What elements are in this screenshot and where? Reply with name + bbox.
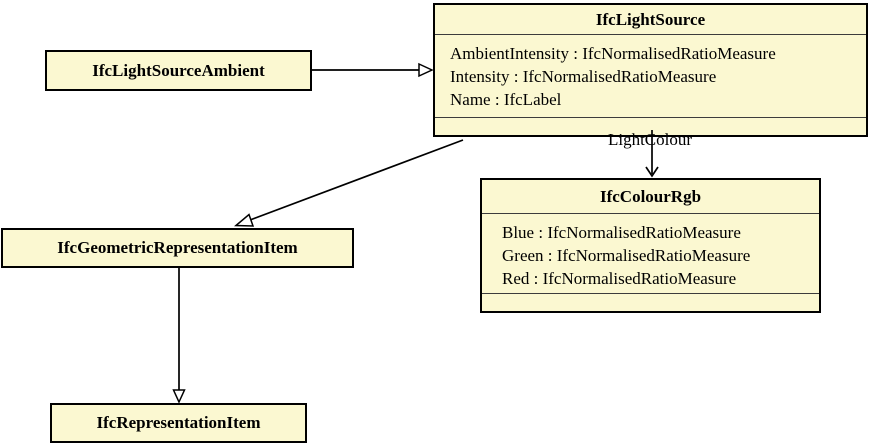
inheritance-arrowhead-icon — [418, 62, 434, 78]
attribute-line: Red : IfcNormalisedRatioMeasure — [502, 269, 737, 288]
class-attributes: Blue : IfcNormalisedRatioMeasure Green :… — [482, 213, 819, 293]
class-title: IfcLightSource — [595, 9, 706, 29]
inheritance-arrowhead-icon — [172, 389, 186, 404]
open-arrowhead-icon — [645, 166, 659, 178]
edge-label-lightcolour: LightColour — [607, 130, 693, 149]
class-box-ifclightsource[interactable]: IfcLightSource AmbientIntensity : IfcNor… — [433, 3, 868, 137]
class-operations-empty — [482, 293, 819, 311]
class-box-ifcgeometricrepresentationitem[interactable]: IfcGeometricRepresentationItem — [1, 228, 354, 268]
class-box-ifcrepresentationitem[interactable]: IfcRepresentationItem — [50, 403, 307, 443]
class-operations-empty — [435, 117, 866, 135]
class-box-ifccolourrgb[interactable]: IfcColourRgb Blue : IfcNormalisedRatioMe… — [480, 178, 821, 313]
attribute-line: Intensity : IfcNormalisedRatioMeasure — [450, 67, 717, 86]
class-title: IfcLightSourceAmbient — [92, 60, 265, 80]
attribute-line: Name : IfcLabel — [450, 90, 562, 109]
class-title: IfcGeometricRepresentationItem — [57, 238, 298, 257]
class-box-ifclightsourceambient[interactable]: IfcLightSourceAmbient — [45, 50, 312, 91]
class-title: IfcColourRgb — [599, 186, 702, 206]
attribute-line: Green : IfcNormalisedRatioMeasure — [502, 246, 751, 265]
inheritance-edge-lightsource-to-geometricrepresentationitem — [249, 139, 464, 221]
class-title: IfcRepresentationItem — [96, 413, 261, 432]
class-attributes: AmbientIntensity : IfcNormalisedRatioMea… — [435, 34, 866, 117]
attribute-line: AmbientIntensity : IfcNormalisedRatioMea… — [450, 44, 776, 63]
inheritance-arrowhead-icon — [234, 213, 255, 227]
attribute-line: Blue : IfcNormalisedRatioMeasure — [502, 223, 741, 242]
